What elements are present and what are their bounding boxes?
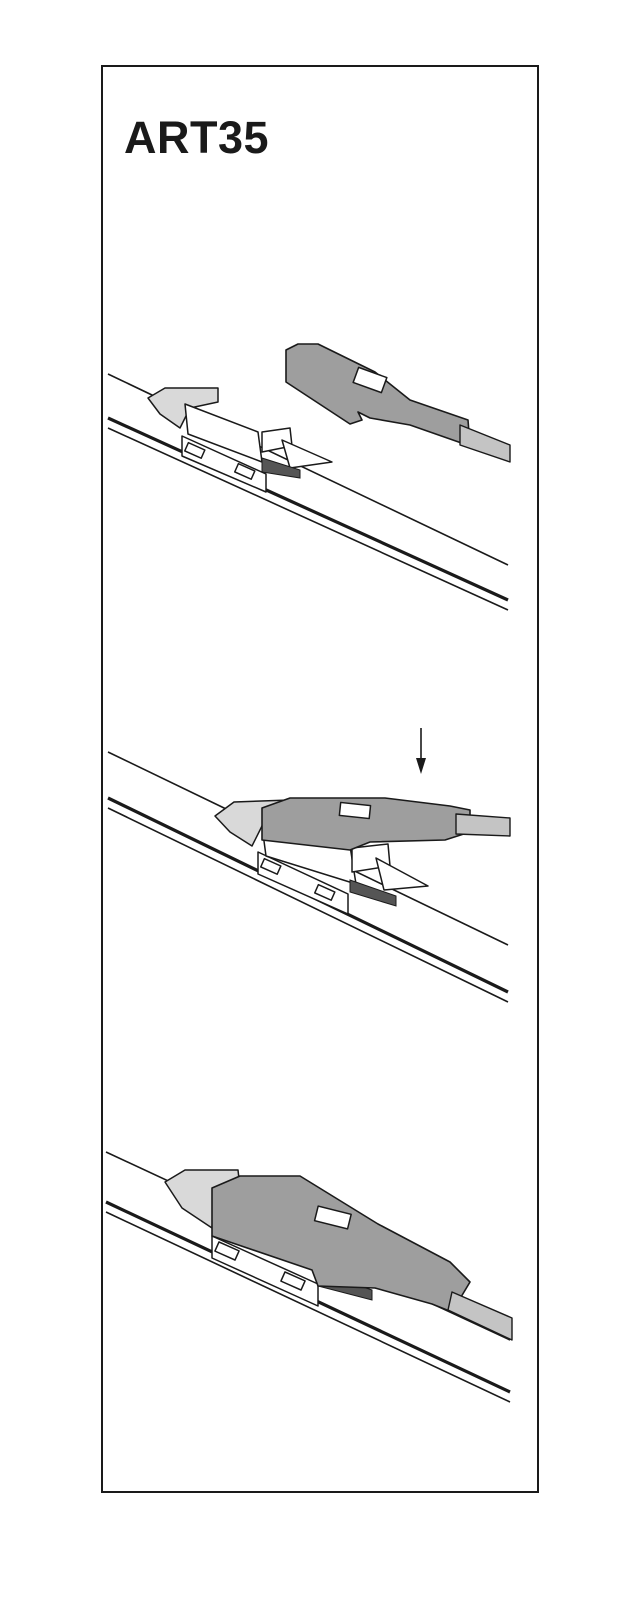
latch-slot: [214, 1241, 240, 1261]
wiper-arm: [447, 1291, 513, 1341]
adapter-window: [313, 1205, 352, 1230]
adapter-window: [338, 801, 372, 820]
wiper-arm: [455, 813, 511, 837]
product-code-title: ART35: [124, 112, 270, 163]
blade-connector: [147, 387, 333, 493]
latch-slot: [280, 1271, 306, 1291]
wiper-arm-adapter: [261, 797, 511, 851]
wiper-arm: [459, 424, 511, 463]
step-3-illustration: [105, 1151, 513, 1403]
latch-slot: [313, 883, 336, 901]
latch-slot: [183, 441, 206, 459]
latch-slot: [233, 462, 256, 480]
latch-slot: [259, 857, 282, 875]
step-2-illustration: [107, 728, 511, 1003]
wiper-arm-adapter: [285, 343, 511, 463]
adapter-window: [352, 366, 388, 394]
wiper-arm-adapter: [211, 1175, 513, 1341]
down-arrow-icon: [416, 728, 426, 774]
step-1-illustration: [107, 343, 511, 611]
end-cap: [147, 387, 219, 429]
